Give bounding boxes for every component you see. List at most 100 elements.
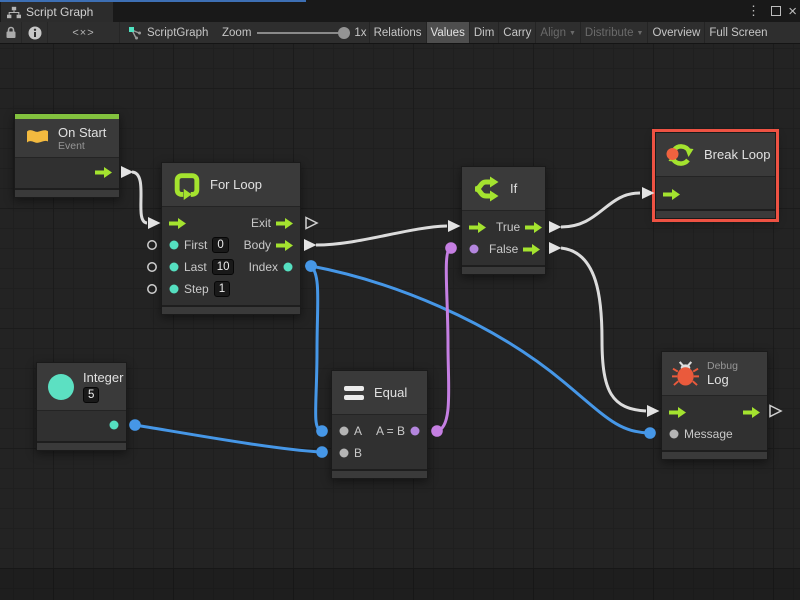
value-input[interactable]: 1 (213, 281, 231, 297)
toolbar-button-dim[interactable]: Dim (468, 22, 498, 43)
flag-icon (25, 127, 50, 149)
port-row: B (332, 442, 427, 464)
port-row (15, 161, 119, 183)
node-footer (15, 188, 119, 197)
tab-title: Script Graph (26, 5, 94, 19)
port-result[interactable] (410, 426, 420, 436)
node-header: Break Loop (656, 133, 775, 177)
zoom-slider-handle[interactable] (338, 26, 351, 39)
value-input[interactable]: 10 (211, 259, 235, 275)
node-ports: Message (662, 396, 767, 450)
port-a[interactable] (339, 426, 349, 436)
toolbar-button-label: Dim (473, 26, 495, 39)
toolbar-button-overview[interactable]: Overview (647, 22, 704, 43)
info-icon (28, 26, 41, 39)
equals-icon (342, 383, 366, 403)
toolbar-button-align[interactable]: Align▼ (535, 22, 580, 43)
port-index[interactable] (283, 262, 293, 272)
toolbar-button-relations[interactable]: Relations (368, 22, 426, 43)
value-input[interactable]: 0 (212, 237, 229, 253)
zoom-control: Zoom 1x (220, 22, 369, 43)
port-enter[interactable] (169, 217, 186, 229)
node-title: Integer (83, 370, 124, 385)
port-body[interactable] (276, 239, 293, 251)
script-graph-icon (129, 26, 141, 39)
toolbar-button-values[interactable]: Values (425, 22, 469, 43)
port-b[interactable] (339, 448, 349, 458)
toolbar-button-carry[interactable]: Carry (498, 22, 535, 43)
node-ports (15, 158, 119, 188)
tab-script-graph[interactable]: Script Graph (1, 2, 113, 22)
port-message[interactable] (669, 429, 679, 439)
port-label: Body (243, 238, 271, 252)
window-close-icon[interactable]: × (788, 2, 797, 20)
toolbar-button-label: Carry (503, 26, 532, 39)
port-enter[interactable] (469, 221, 486, 233)
code-icon: <×> (72, 26, 95, 39)
node-footer (37, 441, 126, 450)
lock-button[interactable] (0, 22, 22, 43)
window-maximize-icon[interactable] (771, 0, 781, 22)
port-exit[interactable] (743, 406, 760, 418)
toolbar-button-label: Distribute (584, 26, 634, 39)
port-condition[interactable] (469, 244, 479, 254)
zoom-slider[interactable] (257, 26, 351, 39)
port-enter[interactable] (663, 188, 680, 200)
node-ports (37, 411, 126, 441)
graph-breadcrumb[interactable]: ScriptGraph (120, 22, 220, 43)
port-last[interactable] (169, 262, 179, 272)
port-exit[interactable] (276, 217, 293, 229)
toolbar-button-distribute[interactable]: Distribute▼ (579, 22, 648, 43)
node-footer (662, 450, 767, 459)
value-input[interactable]: 5 (83, 387, 100, 403)
port-label: Step (184, 282, 209, 296)
port-row: Exit (162, 212, 300, 234)
port-exit[interactable] (95, 166, 112, 178)
port-row (37, 414, 126, 436)
port-enter[interactable] (669, 406, 686, 418)
toolbar-button-full-screen[interactable]: Full Screen (704, 22, 771, 43)
port-false[interactable] (523, 243, 541, 255)
port-label: False (489, 242, 519, 256)
node-header: If (462, 167, 545, 211)
toolbar-button-label: Full Screen (709, 26, 768, 39)
zoom-label: Zoom (222, 26, 252, 39)
graph-tab-icon (7, 6, 21, 19)
node-footer (656, 209, 775, 218)
port-first[interactable] (169, 240, 179, 250)
node-break-loop[interactable]: Break Loop (652, 129, 779, 222)
zoom-value: 1x (354, 26, 367, 39)
node-subtitle: Debug (707, 360, 738, 372)
port-row: Message (662, 423, 767, 445)
code-view-button[interactable]: <×> (48, 22, 120, 43)
toolbar-button-label: Relations (373, 26, 422, 39)
node-header: Equal (332, 371, 427, 415)
info-button[interactable] (22, 22, 48, 43)
port-true[interactable] (525, 221, 543, 233)
node-title: Break Loop (704, 147, 771, 162)
port-step[interactable] (169, 284, 179, 294)
node-title: Equal (374, 385, 408, 400)
node-header: Integer 5 (37, 363, 126, 411)
port-label: Index (248, 260, 278, 274)
node-header: For Loop (162, 163, 300, 207)
port-output[interactable] (109, 420, 119, 430)
branch-icon (472, 174, 502, 204)
window-menu-icon[interactable]: ⋮ (747, 3, 760, 18)
node-integer[interactable]: Integer 5 (36, 362, 127, 451)
event-accent-strip (15, 114, 119, 119)
